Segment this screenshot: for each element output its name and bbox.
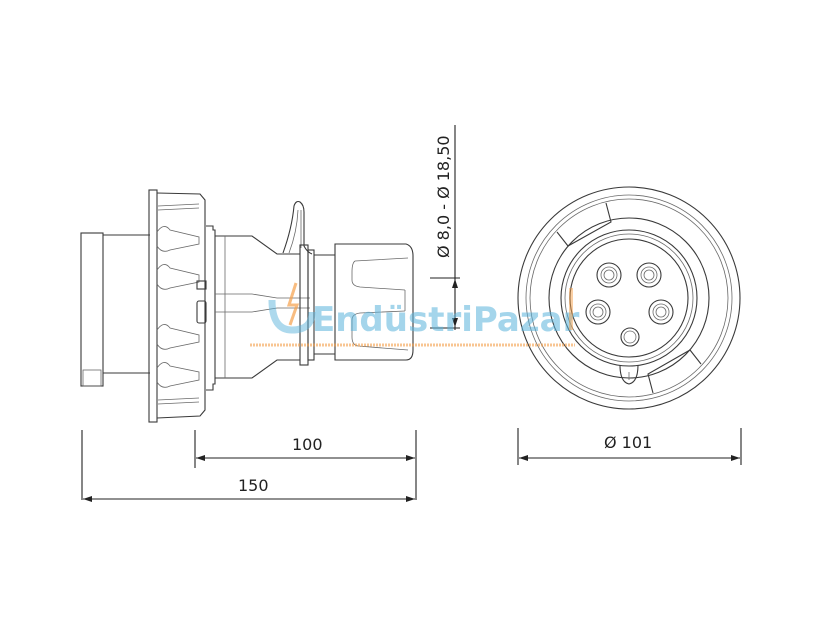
front-view [517,186,741,410]
watermark: EndüstriPazar [250,282,580,347]
length-total-label: 150 [238,476,269,495]
diameter-dimension: Ø 101 [517,428,742,465]
cable-diameter-dimension: Ø 8,0 - Ø 18,50 [430,125,460,330]
logo-icon [268,299,316,334]
side-view [80,189,414,423]
watermark-text: EndüstriPazar [312,300,580,340]
diameter-label: Ø 101 [604,433,652,452]
length-partial-label: 100 [292,435,323,454]
length-dimensions: 100 150 [81,430,417,502]
pin-array [585,262,674,347]
cable-diameter-label: Ø 8,0 - Ø 18,50 [434,135,453,258]
lightning-icon [286,282,300,326]
